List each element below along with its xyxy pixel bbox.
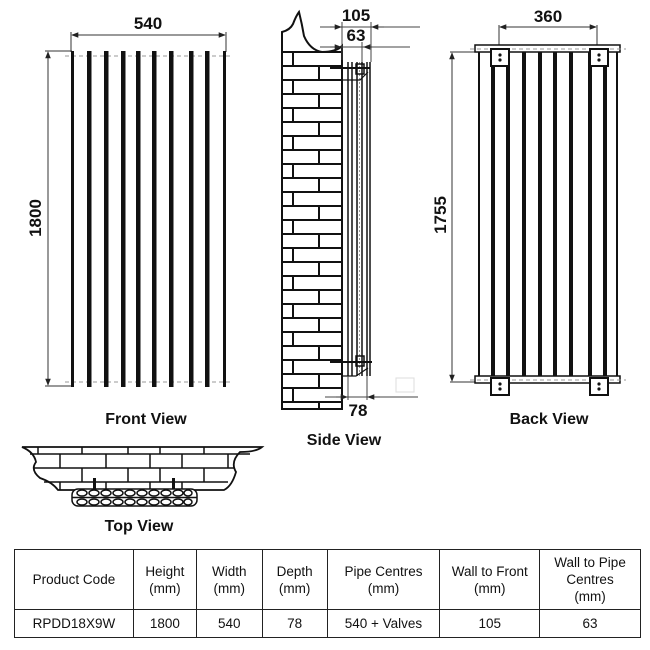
cell-pipe-centres: 540 + Valves bbox=[326, 609, 441, 638]
cell-wall-to-front: 105 bbox=[439, 609, 541, 638]
side-view-label: Side View bbox=[307, 432, 382, 449]
header-product-code: Product Code bbox=[14, 549, 134, 610]
front-view: 540 1800 Front View bbox=[26, 14, 232, 428]
cell-product-code: RPDD18X9W bbox=[14, 609, 134, 638]
back-height-dimension: 1755 bbox=[431, 196, 450, 234]
table-row: RPDD18X9W 1800 540 78 540 + Valves 105 6… bbox=[14, 609, 641, 638]
cell-height: 1800 bbox=[132, 609, 197, 638]
side-view: 105 63 78 Side View bbox=[281, 6, 420, 449]
bracket-centres-dimension: 360 bbox=[534, 7, 562, 26]
wall-to-pipe-dimension: 63 bbox=[347, 26, 366, 45]
front-bars bbox=[71, 51, 226, 387]
front-height-dimension: 1800 bbox=[26, 199, 45, 237]
back-view: 360 1755 bbox=[431, 7, 626, 428]
front-width-dimension: 540 bbox=[134, 14, 162, 33]
front-view-label: Front View bbox=[105, 411, 187, 428]
wall-brackets bbox=[490, 48, 609, 396]
back-view-label: Back View bbox=[510, 411, 589, 428]
top-view-tubes bbox=[71, 488, 198, 507]
header-depth: Depth(mm) bbox=[261, 549, 328, 610]
technical-drawing: 540 1800 Front View bbox=[21, 6, 626, 535]
header-wall-to-front: Wall to Front(mm) bbox=[439, 549, 541, 610]
cell-width: 540 bbox=[195, 609, 263, 638]
header-width: Width(mm) bbox=[195, 549, 263, 610]
back-bars bbox=[478, 52, 618, 376]
side-wall-bricks bbox=[282, 51, 342, 409]
top-view: Top View bbox=[21, 446, 265, 535]
cell-wall-to-pipe-centres: 63 bbox=[539, 609, 641, 638]
spec-table: Product Code Height(mm) Width(mm) Depth(… bbox=[14, 549, 641, 638]
header-height: Height(mm) bbox=[132, 549, 197, 610]
wall-to-front-dimension: 105 bbox=[342, 6, 370, 25]
top-view-label: Top View bbox=[105, 518, 174, 535]
cell-depth: 78 bbox=[261, 609, 328, 638]
header-pipe-centres: Pipe Centres(mm) bbox=[326, 549, 441, 610]
spec-table-header-row: Product Code Height(mm) Width(mm) Depth(… bbox=[14, 549, 641, 610]
side-radiator-profile bbox=[330, 62, 372, 377]
depth-dimension: 78 bbox=[349, 401, 368, 420]
